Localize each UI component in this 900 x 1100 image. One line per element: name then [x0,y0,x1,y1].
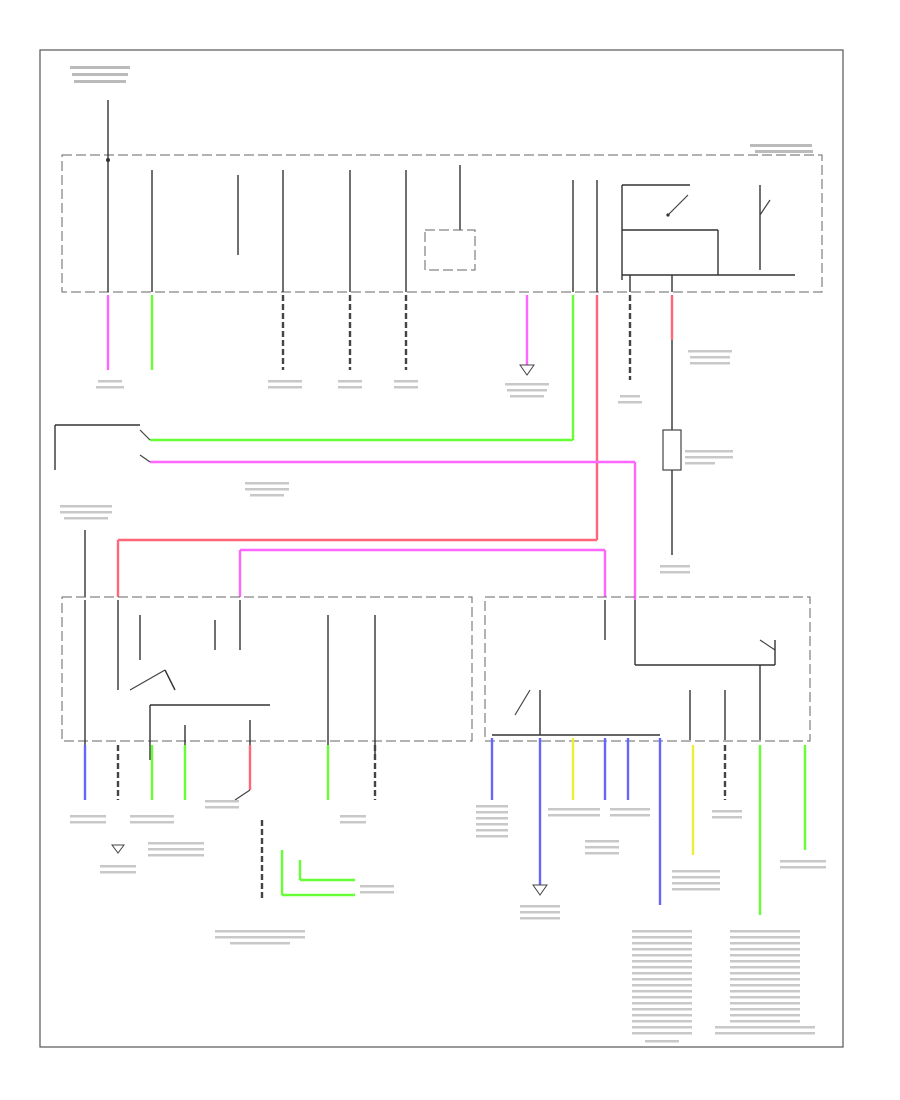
top-fuse-block [61,100,823,293]
lower-fuse-block [61,596,811,760]
lower-drops [83,738,807,915]
top-drops [106,295,682,555]
mid-harness [54,424,637,600]
top-block-labels [70,66,813,153]
diagram-frame [39,49,844,1048]
component-labels [60,350,826,1043]
lower-feeds [84,530,607,597]
